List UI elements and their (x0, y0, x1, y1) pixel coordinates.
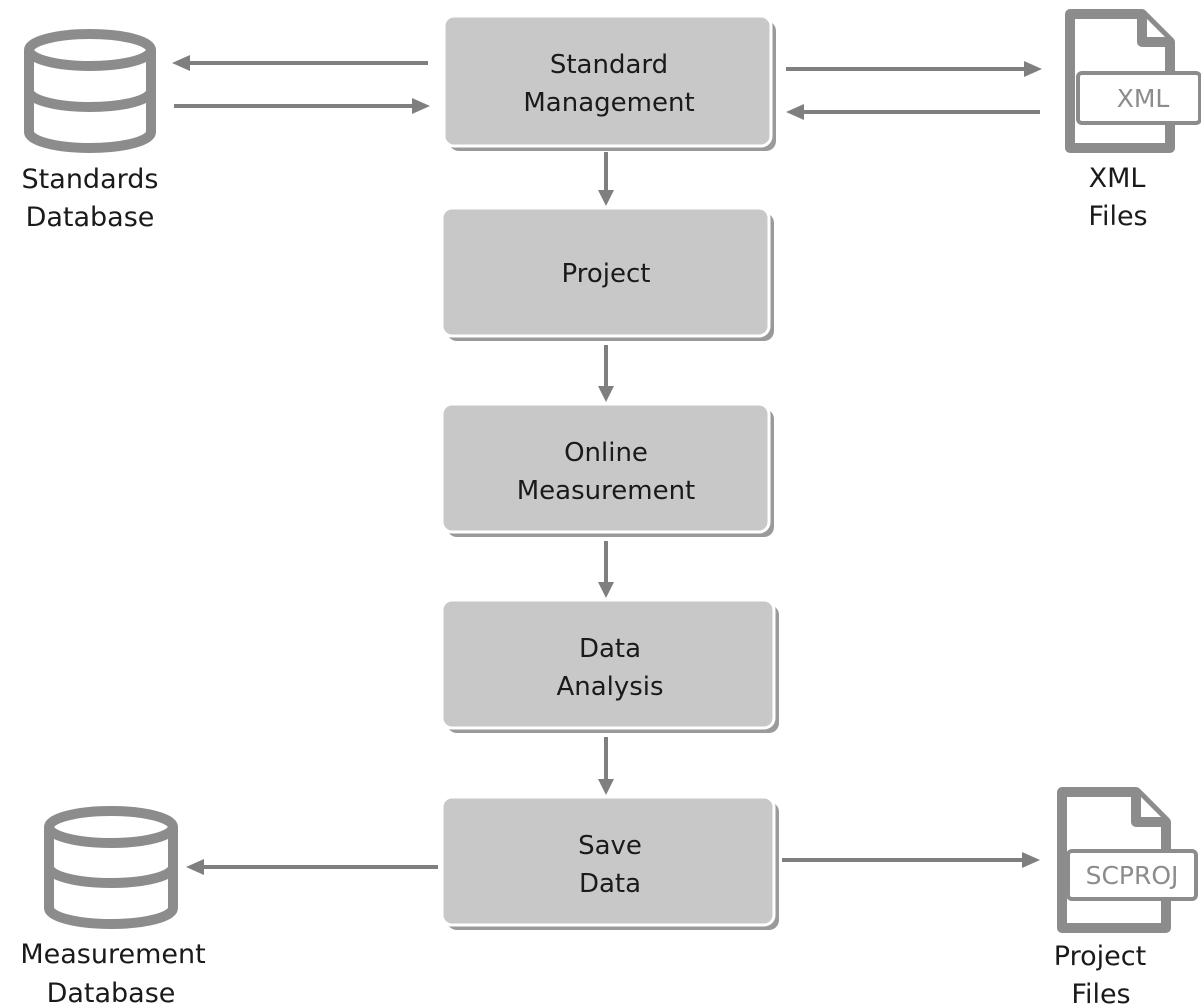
scproj-file-tag: SCPROJ (1086, 861, 1179, 890)
arrow-standard-to-xml (786, 61, 1042, 77)
database-icon (24, 29, 156, 153)
box-online-measurement-line1: Online (564, 438, 648, 468)
box-data-analysis-line2: Analysis (556, 672, 663, 702)
xml-file-tag: XML (1117, 84, 1170, 113)
box-save-data-line1: Save (578, 831, 642, 861)
box-standard-management: Standard Management (442, 14, 776, 151)
database-icon (44, 806, 178, 929)
arrow-standard-to-standards-db (172, 55, 428, 71)
project-files-label-line2: Files (1071, 979, 1130, 1008)
box-project-label: Project (562, 259, 651, 289)
standards-database-label-line1: Standards (22, 164, 159, 195)
measurement-database-label-line2: Database (47, 978, 176, 1008)
arrow-standard-to-project (598, 152, 614, 206)
arrow-standards-db-to-standard (174, 98, 430, 114)
measurement-database-label-line1: Measurement (20, 939, 205, 970)
xml-files-label-line2: Files (1088, 201, 1147, 232)
box-standard-management-line2: Management (523, 88, 694, 118)
arrow-xml-to-standard (786, 104, 1040, 120)
arrow-online-to-analysis (598, 541, 614, 598)
box-project: Project (440, 206, 774, 341)
xml-files-label-line1: XML (1089, 163, 1146, 194)
arrow-analysis-to-save (598, 737, 614, 795)
arrow-save-to-measurement-db (186, 859, 438, 875)
arrow-project-to-online (598, 345, 614, 402)
box-online-measurement: Online Measurement (440, 402, 774, 537)
box-save-data-line2: Data (579, 869, 641, 899)
project-files-label-line1: Project (1054, 941, 1146, 972)
arrow-save-to-project-files (782, 852, 1040, 868)
box-save-data: Save Data (440, 795, 779, 930)
box-standard-management-line1: Standard (550, 50, 668, 80)
file-icon: XML (1065, 9, 1201, 153)
file-icon: SCPROJ (1057, 787, 1198, 933)
standards-database-label-line2: Database (26, 202, 155, 233)
box-data-analysis-line1: Data (579, 634, 641, 664)
box-online-measurement-line2: Measurement (517, 476, 696, 506)
box-data-analysis: Data Analysis (440, 598, 779, 733)
